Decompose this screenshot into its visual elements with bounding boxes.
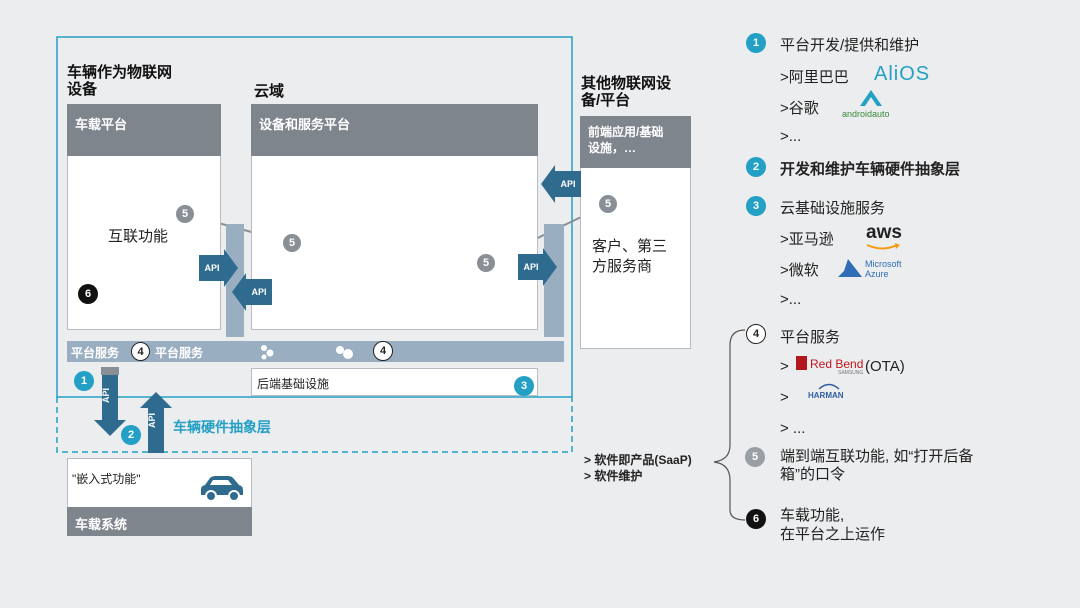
harman-logo: HARMAN bbox=[808, 391, 844, 400]
legend-more-1: >... bbox=[780, 128, 802, 145]
legend-item-2: 开发和维护车辆硬件抽象层 bbox=[780, 161, 961, 178]
legend-item-5: 端到端互联功能, 如“打开后备 箱”的口令 bbox=[780, 448, 974, 483]
node-3: 3 bbox=[514, 376, 534, 396]
vehicle-iot-title: 车辆作为物联网 设备 bbox=[67, 64, 173, 98]
api-arrow-down-shaft bbox=[102, 367, 118, 421]
legend-ota: (OTA) bbox=[865, 358, 905, 375]
aws-logo: aws bbox=[866, 222, 902, 243]
backend-infra-box bbox=[251, 368, 538, 396]
embedded-label: "嵌入式功能" bbox=[72, 472, 141, 486]
api-arrow-left-2: API bbox=[555, 171, 581, 197]
backend-infra-label: 后端基础设施 bbox=[257, 377, 330, 391]
device-service-platform-header: 设备和服务平台 bbox=[251, 104, 538, 156]
node-4-b: 4 bbox=[373, 341, 393, 361]
legend-node-6: 6 bbox=[746, 509, 766, 529]
aws-smile-icon bbox=[866, 243, 900, 250]
node-4-a: 4 bbox=[131, 342, 150, 361]
legend-node-5: 5 bbox=[745, 447, 765, 467]
legend-more-4: > ... bbox=[780, 420, 806, 437]
api-arrow-up-head bbox=[140, 392, 172, 408]
api-down-label: API bbox=[101, 388, 111, 404]
other-iot-title: 其他物联网设 备/平台 bbox=[581, 75, 672, 109]
android-auto-logo: androidauto bbox=[842, 109, 890, 119]
car-icon bbox=[201, 476, 243, 502]
legend-item-3: 云基础设施服务 bbox=[780, 200, 886, 217]
api-up-label: API bbox=[147, 413, 157, 429]
cloud-domain-title: 云域 bbox=[254, 83, 285, 100]
platform-service-label-2: 平台服务 bbox=[155, 346, 204, 360]
legend-item-4: 平台服务 bbox=[780, 329, 841, 346]
redbend-logo: Red Bend bbox=[810, 357, 864, 371]
onboard-system-header: 车载系统 bbox=[67, 507, 252, 536]
redbend-sub-logo: SAMSUNG bbox=[838, 370, 864, 376]
legend-google: >谷歌 bbox=[780, 100, 819, 117]
node-5-d: 5 bbox=[597, 193, 619, 215]
api-arrow-down-cap bbox=[101, 367, 119, 375]
android-auto-icon bbox=[860, 90, 882, 106]
legend-node-4: 4 bbox=[746, 324, 766, 344]
legend-gt-2: > bbox=[780, 389, 789, 406]
saap-line-1: > 软件即产品(SaaP) bbox=[584, 453, 692, 467]
connected-functions-label: 互联功能 bbox=[108, 228, 169, 245]
onboard-platform-header: 车载平台 bbox=[67, 104, 221, 156]
legend-item-6: 车载功能, 在平台之上运作 bbox=[780, 507, 886, 543]
saap-line-2: > 软件维护 bbox=[584, 469, 643, 483]
legend-node-3: 3 bbox=[746, 196, 766, 216]
legend-node-2: 2 bbox=[746, 157, 766, 177]
node-6: 6 bbox=[78, 284, 98, 304]
legend-microsoft: >微软 bbox=[780, 262, 819, 279]
node-2: 2 bbox=[121, 425, 141, 445]
api-arrow-down-head bbox=[94, 420, 126, 436]
alios-logo: AliOS bbox=[874, 63, 931, 85]
platform-service-bar bbox=[67, 341, 564, 362]
harman-arc-icon bbox=[818, 383, 840, 390]
frontend-header: 前端应用/基础 设施，… bbox=[580, 116, 691, 168]
api-arrow-right-2: API bbox=[518, 254, 544, 280]
azure-icon bbox=[838, 259, 862, 277]
cloud-dots-icon bbox=[261, 345, 353, 360]
legend-item-1: 平台开发/提供和维护 bbox=[780, 37, 920, 54]
api-arrow-left-2-head bbox=[541, 165, 555, 203]
api-arrow-left-1-head bbox=[232, 273, 246, 311]
api-arrow-left-1: API bbox=[246, 279, 272, 305]
legend-amazon: >亚马逊 bbox=[780, 231, 834, 248]
hal-label: 车辆硬件抽象层 bbox=[173, 419, 271, 435]
connector-bar-left bbox=[226, 224, 244, 337]
connector-bar-right bbox=[544, 224, 564, 337]
node-5-a: 5 bbox=[174, 203, 196, 225]
platform-service-label-1: 平台服务 bbox=[71, 346, 120, 360]
api-arrow-right-2-head bbox=[543, 248, 557, 286]
node-1: 1 bbox=[74, 371, 94, 391]
api-arrow-right-1: API bbox=[199, 255, 225, 281]
legend-node-1: 1 bbox=[746, 33, 766, 53]
node-5-c: 5 bbox=[475, 252, 497, 274]
redbend-icon bbox=[796, 356, 807, 370]
customer-label: 客户、第三 方服务商 bbox=[592, 238, 668, 275]
legend-gt-1: > bbox=[780, 358, 789, 375]
legend-alibaba: >阿里巴巴 bbox=[780, 69, 849, 86]
legend-more-3: >... bbox=[780, 291, 802, 308]
node-5-b: 5 bbox=[281, 232, 303, 254]
api-arrow-right-1-head bbox=[224, 249, 238, 287]
api-arrow-up-shaft bbox=[148, 407, 164, 453]
